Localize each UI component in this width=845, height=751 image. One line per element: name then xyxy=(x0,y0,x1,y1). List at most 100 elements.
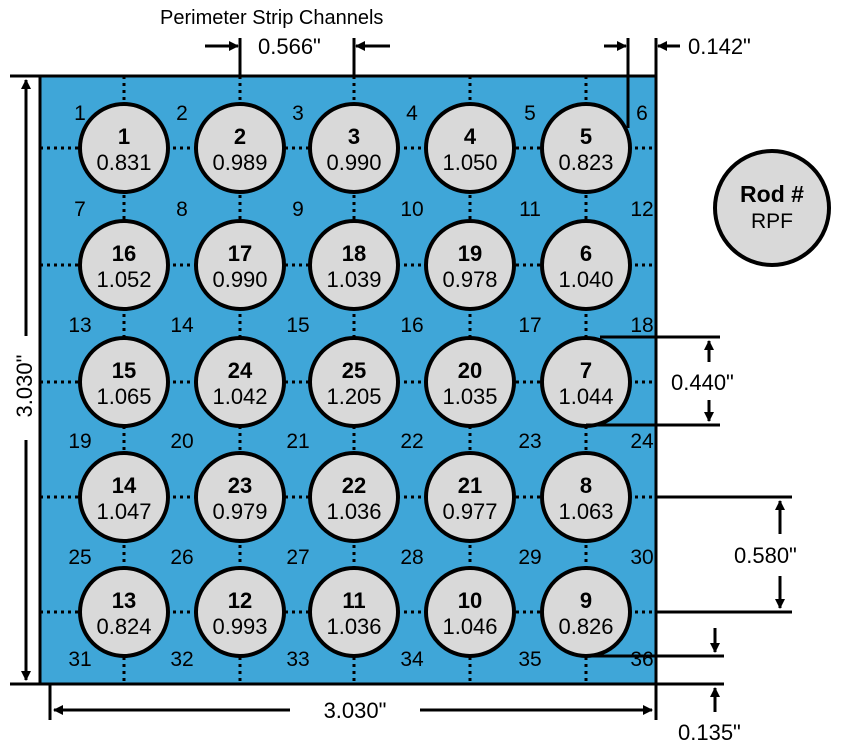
rod-number: 22 xyxy=(342,473,366,498)
rod-number: 3 xyxy=(348,124,360,149)
rod-number: 10 xyxy=(458,588,482,613)
legend-rod-number: Rod # xyxy=(740,181,804,207)
rod-circle xyxy=(540,102,632,194)
edge-gap-bottom-dimension: 0.135" xyxy=(590,628,741,745)
rod-number: 25 xyxy=(342,358,366,383)
rod-rpf: 1.065 xyxy=(96,384,151,409)
rod-rpf: 1.039 xyxy=(326,267,381,292)
rod-rpf: 1.205 xyxy=(326,384,381,409)
rod-rpf: 0.824 xyxy=(96,614,151,639)
rod-rpf: 0.977 xyxy=(442,499,497,524)
rod-rpf: 0.823 xyxy=(558,150,613,175)
rod-circle xyxy=(308,336,400,428)
channel-number: 20 xyxy=(170,430,193,453)
legend: Rod # RPF xyxy=(713,149,831,267)
rod-number: 24 xyxy=(228,358,253,383)
rod-rpf: 0.979 xyxy=(212,499,267,524)
channel-number: 34 xyxy=(400,648,424,671)
channel-number: 15 xyxy=(286,314,309,337)
rod-number: 21 xyxy=(458,473,482,498)
rod-circle xyxy=(424,219,516,311)
channel-number: 28 xyxy=(400,546,423,569)
rod-rpf: 0.993 xyxy=(212,614,267,639)
rod-number: 1 xyxy=(118,124,130,149)
rod-rpf: 1.036 xyxy=(326,614,381,639)
pitch-dimension: 0.566" xyxy=(205,34,390,76)
rod-number: 2 xyxy=(234,124,246,149)
channel-number: 16 xyxy=(400,314,423,337)
rod-rpf: 0.831 xyxy=(96,150,151,175)
legend-rpf: RPF xyxy=(751,210,793,233)
rod-circle xyxy=(194,566,286,658)
pitch-label: 0.566" xyxy=(258,34,321,59)
channel-number: 21 xyxy=(286,430,309,453)
rod-number: 13 xyxy=(112,588,136,613)
channel-number: 7 xyxy=(74,198,86,221)
fuel-rod: 161.052 xyxy=(78,219,170,311)
rod-circle xyxy=(78,102,170,194)
rod-number: 15 xyxy=(112,358,136,383)
edge-gap-top-label: 0.142" xyxy=(688,34,751,59)
diagram-title: Perimeter Strip Channels xyxy=(160,7,383,29)
channel-number: 11 xyxy=(519,198,541,221)
channel-number: 36 xyxy=(630,648,653,671)
rod-number: 17 xyxy=(228,241,252,266)
fuel-rod: 241.042 xyxy=(194,336,286,428)
fuel-rod: 41.050 xyxy=(424,102,516,194)
width-dimension: 3.030" xyxy=(48,684,658,723)
rod-circle xyxy=(308,566,400,658)
rod-circle xyxy=(424,566,516,658)
fuel-rod: 141.047 xyxy=(78,451,170,543)
rod-circle xyxy=(194,336,286,428)
rod-circle xyxy=(424,102,516,194)
rod-pitch-vertical-label: 0.580" xyxy=(734,543,797,568)
fuel-rod: 201.035 xyxy=(424,336,516,428)
rod-number: 20 xyxy=(458,358,482,383)
edge-gap-top-dimension: 0.142" xyxy=(604,34,751,128)
fuel-rod: 190.978 xyxy=(424,219,516,311)
rod-diameter-dimension: 0.440" xyxy=(586,335,734,427)
rod-circle xyxy=(78,219,170,311)
rod-number: 14 xyxy=(112,473,137,498)
channel-number: 32 xyxy=(170,648,193,671)
fuel-rod: 81.063 xyxy=(540,451,632,543)
rod-circle xyxy=(194,102,286,194)
rod-rpf: 1.036 xyxy=(326,499,381,524)
rod-rpf: 0.826 xyxy=(558,614,613,639)
fuel-rod: 61.040 xyxy=(540,219,632,311)
fuel-rod: 50.823 xyxy=(540,102,632,194)
rod-number: 23 xyxy=(228,473,252,498)
rod-circle xyxy=(540,566,632,658)
channel-number: 14 xyxy=(170,314,194,337)
fuel-rod: 251.205 xyxy=(308,336,400,428)
legend-circle xyxy=(713,149,831,267)
fuel-rod: 181.039 xyxy=(308,219,400,311)
rod-number: 12 xyxy=(228,588,252,613)
channel-number: 17 xyxy=(518,314,541,337)
channel-number: 6 xyxy=(636,102,648,125)
channel-number: 23 xyxy=(518,430,541,453)
channel-number: 2 xyxy=(176,102,188,125)
fuel-rod: 101.046 xyxy=(424,566,516,658)
rod-circle xyxy=(308,451,400,543)
rod-number: 6 xyxy=(580,241,592,266)
channel-number: 31 xyxy=(68,648,91,671)
channel-number: 24 xyxy=(630,430,654,453)
fuel-rod: 230.979 xyxy=(194,451,286,543)
rod-circle xyxy=(194,219,286,311)
rod-rpf: 0.978 xyxy=(442,267,497,292)
rod-rpf: 1.052 xyxy=(96,267,151,292)
rod-rpf: 1.050 xyxy=(442,150,497,175)
channel-number: 19 xyxy=(68,430,91,453)
fuel-rod: 130.824 xyxy=(78,566,170,658)
edge-gap-bottom-label: 0.135" xyxy=(678,720,741,745)
rod-circle xyxy=(78,566,170,658)
rod-rpf: 1.035 xyxy=(442,384,497,409)
channel-number: 5 xyxy=(524,102,536,125)
channel-number: 22 xyxy=(400,430,423,453)
channel-number: 30 xyxy=(630,546,653,569)
rod-circle xyxy=(78,336,170,428)
channel-number: 9 xyxy=(292,198,304,221)
rod-number: 19 xyxy=(458,241,482,266)
